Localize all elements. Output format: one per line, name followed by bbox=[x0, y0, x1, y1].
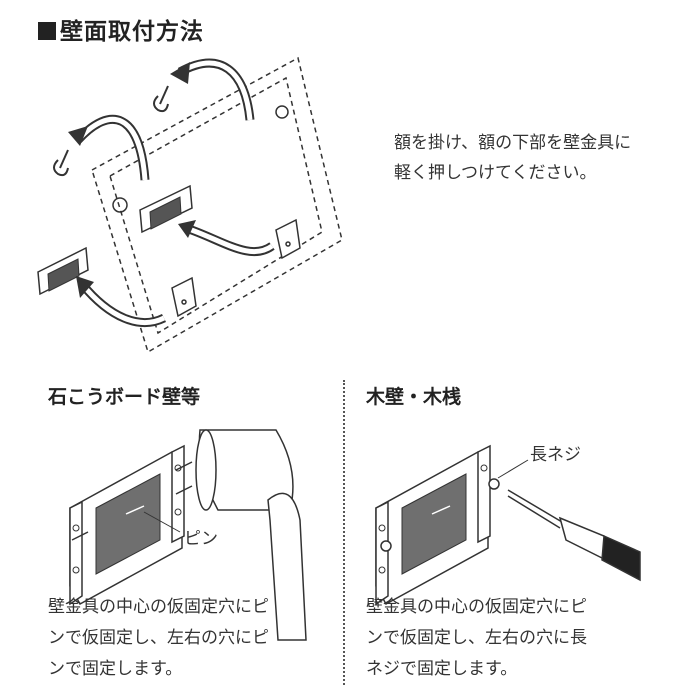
wall-bracket-left-icon bbox=[37, 246, 89, 296]
frame-clip-bottom-icon bbox=[171, 276, 197, 318]
picture-frame-outline bbox=[91, 56, 343, 354]
press-arrow-right-icon bbox=[178, 220, 275, 257]
wall-hook-left-icon bbox=[53, 149, 69, 177]
instruction-line-1: 額を掛け、額の下部を壁金具に bbox=[394, 133, 632, 153]
wood-desc-line-3: ネジで固定します。 bbox=[366, 659, 518, 679]
long-screw-label: 長ネジ bbox=[530, 445, 581, 465]
instruction-line-2: 軽く押しつけてください。 bbox=[394, 163, 597, 183]
gypsum-board-heading: 石こうボード壁等 bbox=[48, 386, 201, 408]
pin-label: ピン bbox=[184, 529, 218, 549]
frame-hanger-icon bbox=[112, 105, 289, 213]
gypsum-desc-line-2: ンで仮固定し、左右の穴にピ bbox=[48, 628, 269, 648]
gypsum-desc-line-3: ンで固定します。 bbox=[48, 659, 183, 679]
panel-divider bbox=[343, 380, 345, 685]
page-title: 壁面取付方法 bbox=[38, 12, 204, 46]
gypsum-board-description: 壁金具の中心の仮固定穴にピ ンで仮固定し、左右の穴にピ ンで固定します。 bbox=[48, 592, 269, 685]
instruction-text: 額を掛け、額の下部を壁金具に 軽く押しつけてください。 bbox=[394, 128, 631, 188]
hammer-icon bbox=[195, 429, 307, 641]
wood-desc-line-1: 壁金具の中心の仮固定穴にピ bbox=[366, 597, 587, 617]
hanging-arrow-right-icon bbox=[170, 58, 255, 121]
wall-bracket-mounted-icon bbox=[139, 184, 193, 234]
page-title-text: 壁面取付方法 bbox=[60, 19, 204, 45]
wall-hook-right-icon bbox=[153, 85, 169, 113]
wood-desc-line-2: ンで仮固定し、左右の穴に長 bbox=[366, 628, 587, 648]
press-arrow-bottom-icon bbox=[76, 276, 167, 327]
wood-bracket-icon bbox=[375, 444, 529, 606]
title-square-icon bbox=[38, 22, 56, 40]
screwdriver-icon bbox=[507, 489, 641, 582]
hanging-arrow-left-icon bbox=[68, 114, 150, 181]
wooden-wall-description: 壁金具の中心の仮固定穴にピ ンで仮固定し、左右の穴に長 ネジで固定します。 bbox=[366, 592, 587, 685]
gypsum-desc-line-1: 壁金具の中心の仮固定穴にピ bbox=[48, 597, 269, 617]
frame-clip-right-icon bbox=[275, 218, 301, 260]
wooden-wall-heading: 木壁・木桟 bbox=[366, 386, 462, 408]
gypsum-bracket-icon bbox=[69, 444, 193, 606]
